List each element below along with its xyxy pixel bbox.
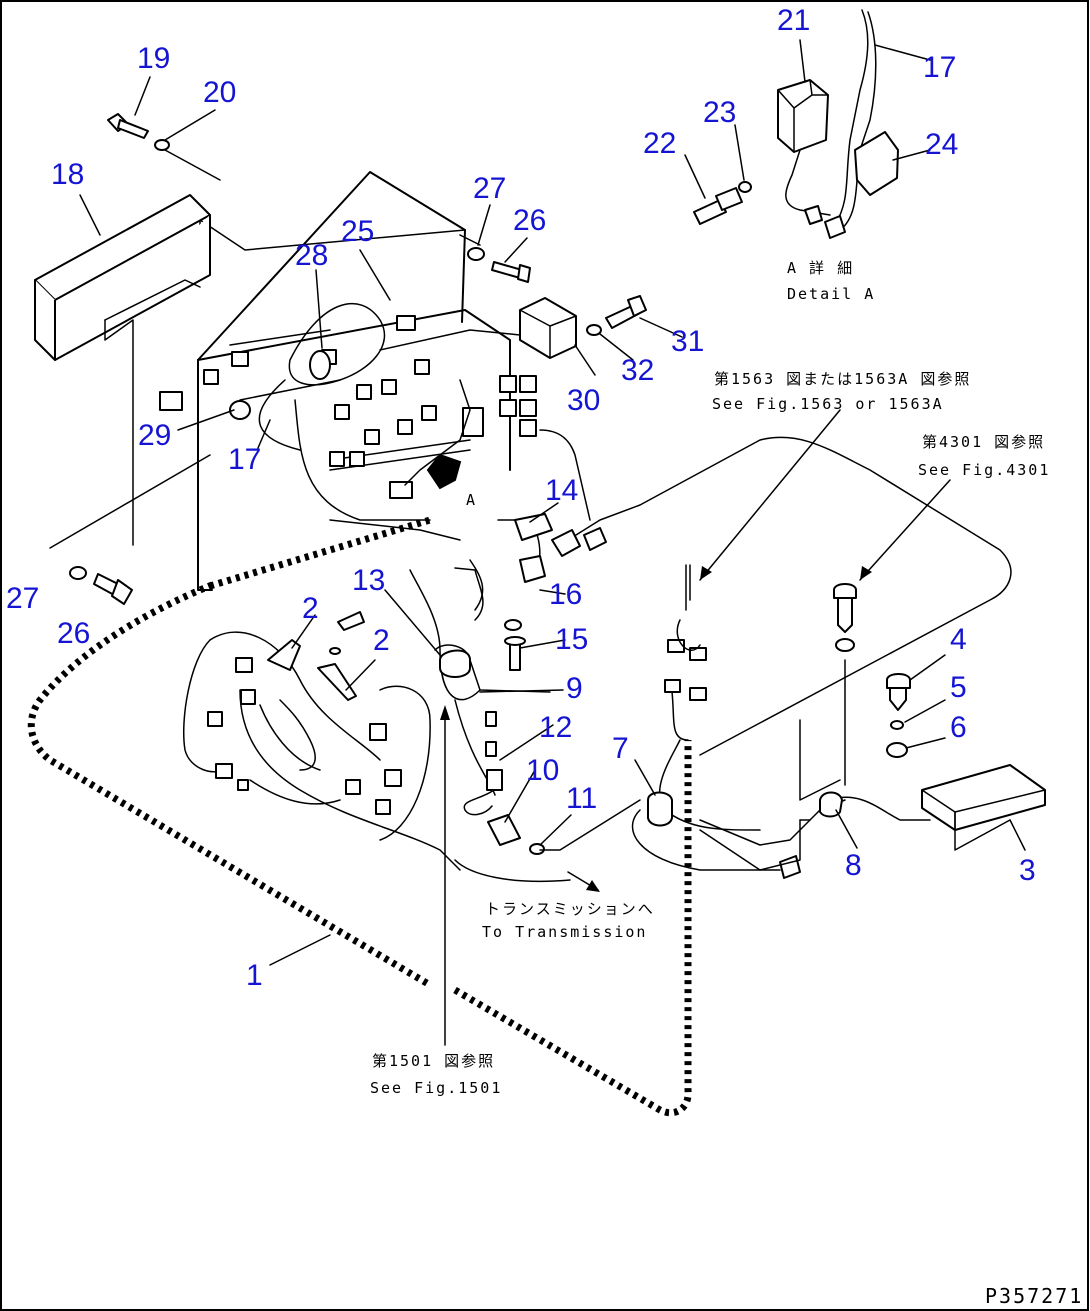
panel-wiring xyxy=(258,302,591,541)
callout-19: 19 xyxy=(137,42,170,75)
bolt-31 xyxy=(605,295,647,329)
right-harness xyxy=(454,564,1046,883)
callout-3: 3 xyxy=(1019,854,1036,887)
figure-id: P357271 xyxy=(985,1284,1083,1308)
callout-23: 23 xyxy=(703,96,736,129)
bolt-26-bottom xyxy=(93,573,133,605)
arrow-heads xyxy=(440,566,872,892)
callout-5: 5 xyxy=(950,671,967,704)
washer-27-top xyxy=(467,247,485,261)
callout-26-bottom: 26 xyxy=(57,617,90,650)
bolt-26-top xyxy=(491,261,531,283)
note-fig1563-jp: 第1563 図または1563A 図参照 xyxy=(714,370,971,388)
callout-9: 9 xyxy=(566,672,583,705)
bracket-plate xyxy=(104,319,134,546)
callout-18: 18 xyxy=(51,158,84,191)
note-fig1501-en: See Fig.1501 xyxy=(370,1079,502,1097)
leader-lines xyxy=(49,149,481,549)
callout-7: 7 xyxy=(612,732,629,765)
callout-1: 1 xyxy=(246,959,263,992)
callout-22: 22 xyxy=(643,127,676,160)
middle-harness xyxy=(409,436,1012,855)
bolt-19 xyxy=(107,113,149,139)
callouts: 1 2 2 3 4 5 6 7 8 9 10 11 12 13 14 15 16… xyxy=(6,4,1036,992)
note-transmission-jp: トランスミッションへ xyxy=(485,900,655,918)
note-fig4301-en: See Fig.4301 xyxy=(918,461,1050,479)
callout-14: 14 xyxy=(545,474,578,507)
callout-25: 25 xyxy=(341,215,374,248)
cover-plate xyxy=(34,194,211,361)
note-fig1563-en: See Fig.1563 or 1563A xyxy=(712,395,944,413)
note-fig4301-jp: 第4301 図参照 xyxy=(922,433,1045,451)
washer-20 xyxy=(154,139,170,151)
callout-30: 30 xyxy=(567,384,600,417)
washer-32 xyxy=(586,324,602,336)
callout-27-bottom: 27 xyxy=(6,582,39,615)
callout-leaders xyxy=(79,39,1026,1046)
callout-4: 4 xyxy=(950,623,967,656)
callout-17-detail: 17 xyxy=(923,51,956,84)
callout-24: 24 xyxy=(925,128,958,161)
callout-32: 32 xyxy=(621,354,654,387)
callout-26-top: 26 xyxy=(513,204,546,237)
panel-connectors xyxy=(159,315,537,499)
callout-31: 31 xyxy=(671,325,704,358)
callout-16: 16 xyxy=(549,578,582,611)
callout-12: 12 xyxy=(539,711,572,744)
callout-2a: 2 xyxy=(302,592,319,625)
relay-box-30 xyxy=(519,297,577,359)
callout-15: 15 xyxy=(555,623,588,656)
callout-6: 6 xyxy=(950,711,967,744)
note-fig1501-jp: 第1501 図参照 xyxy=(372,1052,495,1070)
callout-2b: 2 xyxy=(373,624,390,657)
view-arrow-a: A xyxy=(426,453,477,509)
note-detail-a-jp: A 詳 細 xyxy=(787,259,854,277)
main-harness xyxy=(27,516,692,1117)
callout-20: 20 xyxy=(203,76,236,109)
callout-21: 21 xyxy=(777,4,810,37)
callout-28: 28 xyxy=(295,239,328,272)
note-transmission-en: To Transmission xyxy=(482,923,647,941)
callout-17-panel: 17 xyxy=(228,443,261,476)
arrow-letter-a: A xyxy=(466,491,477,509)
note-detail-a-en: Detail A xyxy=(787,285,875,303)
washer-27-bottom xyxy=(69,566,87,580)
callout-29: 29 xyxy=(138,419,171,452)
lower-harness xyxy=(182,611,461,871)
callout-11: 11 xyxy=(566,782,597,815)
callout-13: 13 xyxy=(352,564,385,597)
callout-27-top: 27 xyxy=(473,172,506,205)
callout-10: 10 xyxy=(526,754,559,787)
callout-8: 8 xyxy=(845,849,862,882)
detail-a xyxy=(693,9,899,239)
